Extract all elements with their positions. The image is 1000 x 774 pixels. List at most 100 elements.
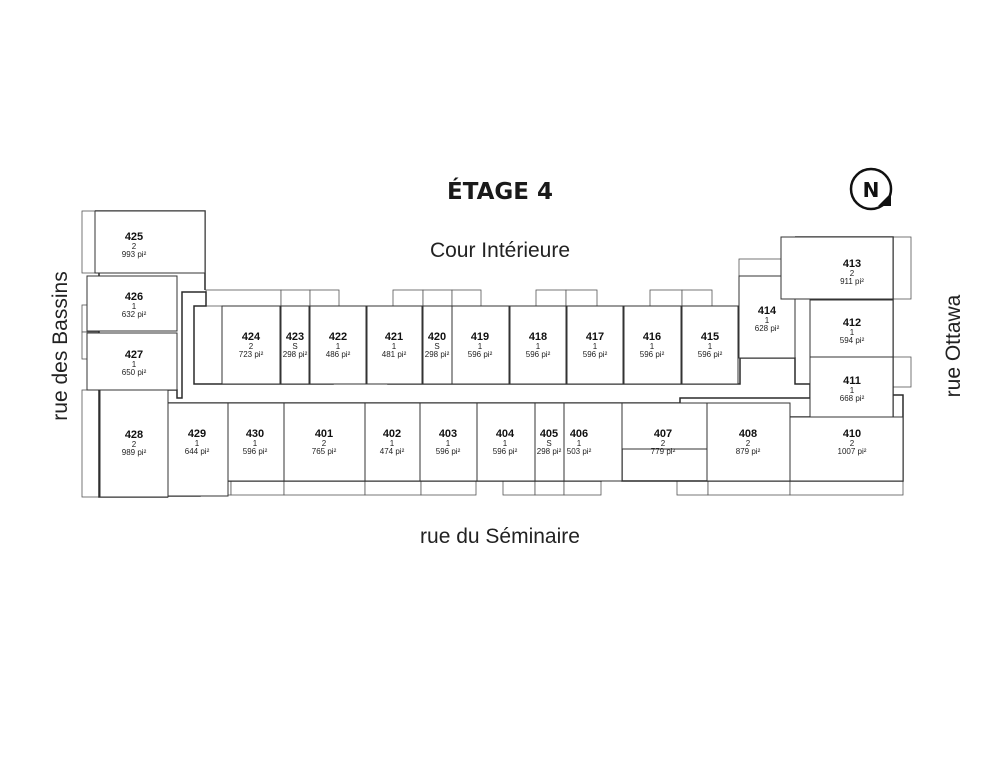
unit-outline[interactable] [94, 210, 206, 274]
unit-outline[interactable] [621, 402, 708, 450]
unit-type: 2 [132, 440, 137, 449]
unit-number: 403 [439, 428, 457, 440]
unit-type: S [292, 342, 297, 351]
unit-number: 415 [701, 331, 719, 343]
unit-area: 298 pi² [283, 350, 308, 359]
unit-outline[interactable] [99, 389, 169, 498]
unit-outline[interactable] [283, 402, 366, 482]
unit-type: 1 [392, 342, 397, 351]
unit-outline[interactable] [86, 332, 178, 391]
unit-outline[interactable] [227, 402, 285, 482]
unit-outline[interactable] [221, 305, 281, 385]
unit-outline[interactable] [780, 236, 894, 300]
unit-area: 596 pi² [698, 350, 723, 359]
unit-number: 408 [739, 428, 757, 440]
unit-area: 632 pi² [122, 310, 147, 319]
unit-area: 596 pi² [436, 447, 461, 456]
unit-outline[interactable] [681, 305, 739, 385]
unit-type: 1 [765, 316, 770, 325]
unit-number: 406 [570, 428, 588, 440]
unit-outline[interactable] [623, 305, 682, 385]
unit-type: 1 [536, 342, 541, 351]
unit-number: 402 [383, 428, 401, 440]
unit-outline[interactable] [280, 305, 310, 385]
unit-outline[interactable] [451, 305, 510, 385]
unit-outline[interactable] [419, 402, 478, 482]
unit-type: 1 [593, 342, 598, 351]
unit-type: 1 [850, 386, 855, 395]
unit-outline[interactable] [809, 356, 894, 418]
unit-outline[interactable] [167, 402, 229, 497]
unit-number: 420 [428, 331, 446, 343]
unit-outline[interactable] [566, 305, 624, 385]
unit-type: 1 [577, 439, 582, 448]
unit-type: 1 [132, 302, 137, 311]
unit-area: 594 pi² [840, 336, 865, 345]
unit-area: 596 pi² [493, 447, 518, 456]
unit-area: 723 pi² [239, 350, 264, 359]
unit-type: 2 [132, 242, 137, 251]
unit-type: 1 [503, 439, 508, 448]
unit-number: 412 [843, 317, 861, 329]
street-label-bottom: rue du Séminaire [420, 525, 580, 548]
unit-outline[interactable] [809, 299, 894, 358]
unit-outline[interactable] [86, 275, 178, 332]
unit-outline[interactable] [509, 305, 567, 385]
unit-area: 298 pi² [537, 447, 562, 456]
unit-number: 419 [471, 331, 489, 343]
unit-area: 911 pi² [840, 277, 864, 286]
unit-number: 414 [758, 305, 777, 317]
unit-number: 430 [246, 428, 264, 440]
unit-number: 422 [329, 331, 347, 343]
unit-outline[interactable] [476, 402, 536, 482]
unit-area: 596 pi² [243, 447, 268, 456]
unit-number: 423 [286, 331, 304, 343]
building-structure [81, 210, 912, 498]
unit-area: 596 pi² [583, 350, 608, 359]
unit-number: 417 [586, 331, 604, 343]
unit-type: S [546, 439, 551, 448]
unit-area: 993 pi² [122, 250, 147, 259]
unit-outline[interactable] [309, 305, 367, 385]
unit-area: 474 pi² [380, 447, 405, 456]
unit-number: 427 [125, 349, 143, 361]
floor-title: ÉTAGE 4 [447, 177, 553, 205]
unit-outline[interactable] [706, 402, 791, 482]
unit-number: 429 [188, 428, 206, 440]
unit-area: 628 pi² [755, 324, 780, 333]
unit-type: 2 [746, 439, 751, 448]
unit-outline[interactable] [366, 305, 423, 385]
unit-number: 425 [125, 231, 143, 243]
unit-type: 2 [661, 439, 666, 448]
unit-outline[interactable] [563, 402, 623, 482]
unit-type: S [434, 342, 439, 351]
